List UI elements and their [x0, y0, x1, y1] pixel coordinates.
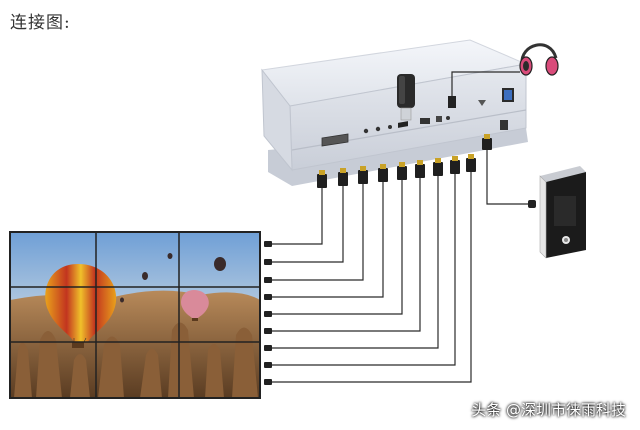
output-hdmi-connectors [317, 154, 476, 188]
usb-stick-icon [397, 74, 415, 121]
headphone-cable [451, 71, 520, 96]
watermark: 头条 @深圳市徕雨科技 [471, 401, 626, 419]
vga-port [321, 133, 349, 147]
headphones-icon [519, 43, 559, 76]
pc-cable [486, 150, 530, 205]
audio-jack [448, 96, 456, 108]
small-balloon [181, 290, 209, 321]
video-wall [9, 231, 261, 399]
input-hdmi-connector [482, 134, 492, 150]
pc-tower-icon [539, 166, 586, 259]
diagram-title: 连接图: [10, 13, 71, 33]
wall-input-connectors [264, 241, 272, 385]
video-wall-controller [261, 39, 528, 188]
hdmi-cables [272, 172, 472, 383]
